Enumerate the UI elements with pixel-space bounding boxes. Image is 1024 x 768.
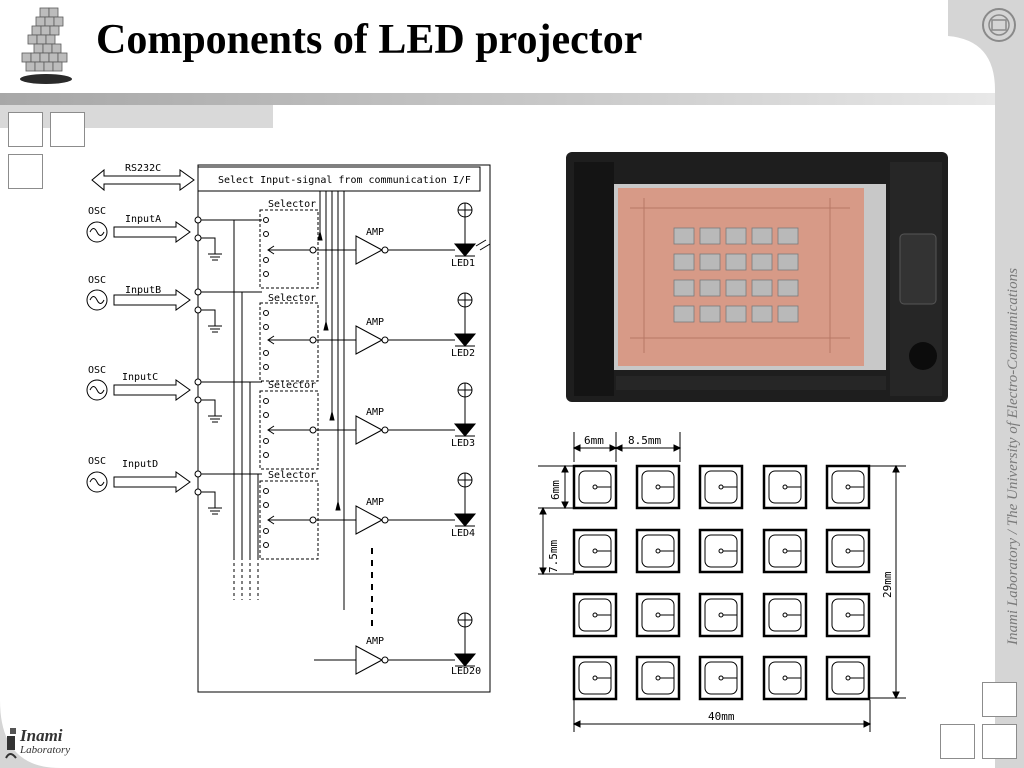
osc-label-b: OSC <box>88 275 106 286</box>
page-title: Components of LED projector <box>96 17 643 63</box>
selector-label-4: Selector <box>268 470 316 481</box>
led-label-2: LED2 <box>451 348 475 359</box>
input-label-a: InputA <box>125 214 161 225</box>
selector-label-3: Selector <box>268 380 316 391</box>
lab-logo-line2: Laboratory <box>20 744 71 756</box>
amp-label-3: AMP <box>366 407 384 418</box>
nav-square-1[interactable] <box>8 112 43 147</box>
projector-board-photo <box>560 148 953 406</box>
amp-label-4: AMP <box>366 497 384 508</box>
input-label-d: InputD <box>122 459 158 470</box>
input-label-b: InputB <box>125 285 161 296</box>
amp-label-1: AMP <box>366 227 384 238</box>
input-label-c: InputC <box>122 372 158 383</box>
nav-square-3[interactable] <box>8 154 43 189</box>
dim-height-pitch: 7.5mm <box>547 540 560 573</box>
dim-total-width: 40mm <box>708 710 735 723</box>
lab-logo: Inami Laboratory <box>20 726 71 758</box>
led-label-1: LED1 <box>451 258 475 269</box>
nav-square-5[interactable] <box>940 724 975 759</box>
dim-height-led: 6mm <box>549 480 562 500</box>
lab-logo-figure-icon <box>5 728 17 759</box>
osc-label-a: OSC <box>88 206 106 217</box>
vertical-credit: Inami Laboratory / The University of Ele… <box>1005 268 1021 645</box>
rs232c-label: RS232C <box>125 163 161 174</box>
led-array-dimension-drawing: 6mm 8.5mm 6mm 7.5mm 29mm 40mm <box>538 432 906 732</box>
pixel-figure-icon <box>20 7 72 84</box>
dim-total-height: 29mm <box>881 571 894 598</box>
selector-label-2: Selector <box>268 293 316 304</box>
selector-label-1: Selector <box>268 199 316 210</box>
dim-width-pitch: 8.5mm <box>628 434 661 447</box>
nav-square-2[interactable] <box>50 112 85 147</box>
dim-width-led: 6mm <box>584 434 604 447</box>
nav-square-6[interactable] <box>982 724 1017 759</box>
lab-logo-line1: Inami <box>20 726 63 745</box>
amp-label-2: AMP <box>366 317 384 328</box>
emblem-icon <box>982 8 1016 42</box>
circuit-diagram: RS232C Select Input-signal from communic… <box>86 163 491 693</box>
led-label-3: LED3 <box>451 438 475 449</box>
header-label: Select Input-signal from communication I… <box>218 175 471 186</box>
osc-label-c: OSC <box>88 365 106 376</box>
led-label-4: LED4 <box>451 528 475 539</box>
led-label-20: LED20 <box>451 666 481 677</box>
amp-label-20: AMP <box>366 636 384 647</box>
osc-label-d: OSC <box>88 456 106 467</box>
nav-square-4[interactable] <box>982 682 1017 717</box>
